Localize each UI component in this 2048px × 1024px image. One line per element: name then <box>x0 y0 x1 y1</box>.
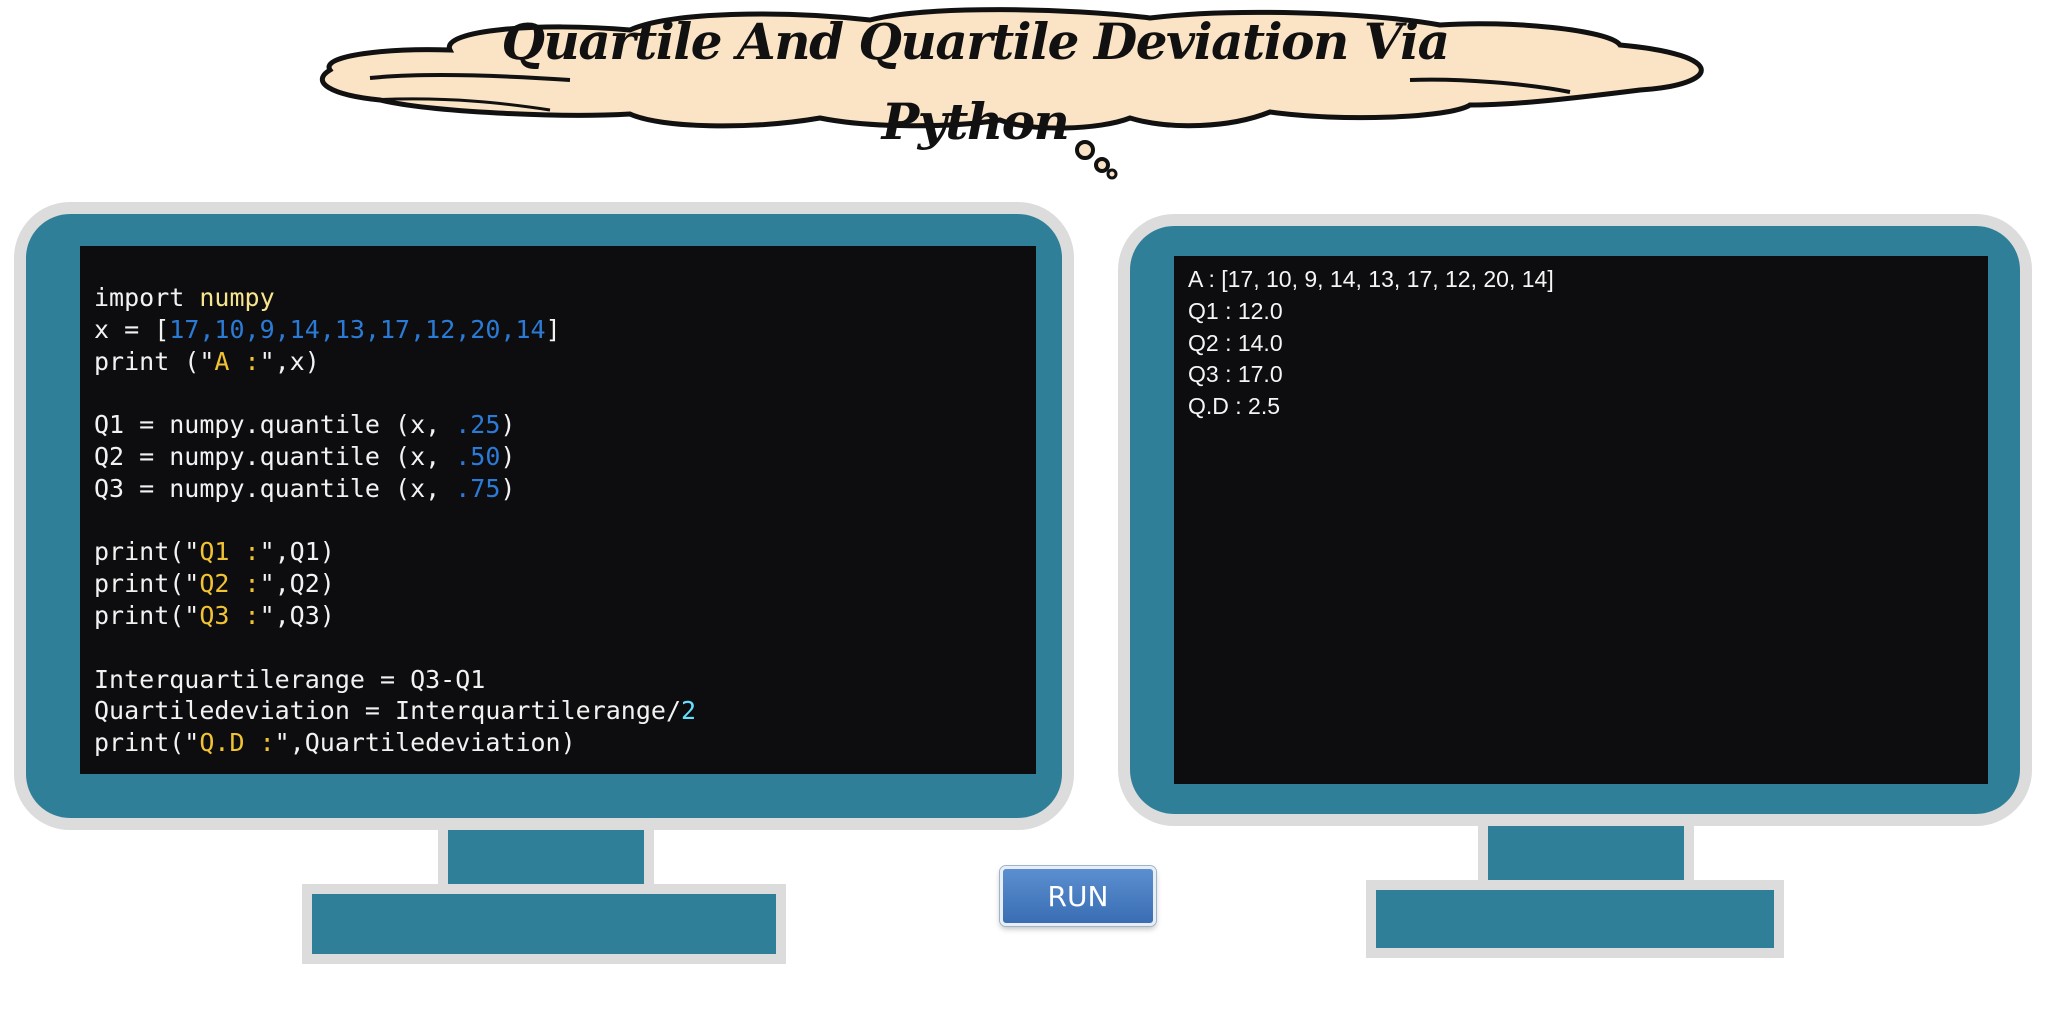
title-line-1: Quartile And Quartile Deviation Via <box>501 12 1450 71</box>
output-line: Q.D : 2.5 <box>1188 393 1281 420</box>
code-line: print("Q.D :",Quartiledeviation) <box>94 728 576 758</box>
code-line: Q2 = numpy.quantile (x, .50) <box>94 441 516 471</box>
thought-bubble-1 <box>1075 140 1095 160</box>
code-line: print("Q3 :",Q3) <box>94 600 335 630</box>
output-line: Q2 : 14.0 <box>1188 329 1283 356</box>
title-cloud <box>320 7 1704 180</box>
right-monitor: A : [17, 10, 9, 14, 13, 17, 12, 20, 14] Q… <box>1118 214 2032 826</box>
output-text: A : [17, 10, 9, 14, 13, 17, 12, 20, 14] Q… <box>1188 264 1554 423</box>
run-button-label: RUN <box>1047 879 1109 913</box>
code-line: Q1 = numpy.quantile (x, .25) <box>94 410 516 440</box>
cloud-shape <box>320 7 1704 131</box>
code-line: Q3 = numpy.quantile (x, .75) <box>94 473 516 503</box>
code-line: Interquartilerange = Q3-Q1 <box>94 664 486 694</box>
run-button[interactable]: RUN <box>1000 866 1156 926</box>
code-line: Quartiledeviation = Interquartilerange/2 <box>94 696 697 726</box>
output-line: Q3 : 17.0 <box>1188 361 1283 388</box>
code-line: print("Q2 :",Q2) <box>94 569 335 599</box>
code-line: print("Q1 :",Q1) <box>94 537 335 567</box>
code-line: import numpy <box>94 283 275 312</box>
code-line: x = [17,10,9,14,13,17,12,20,14] <box>94 314 561 344</box>
thought-bubble-3 <box>1106 168 1118 180</box>
right-monitor-stand-base <box>1366 880 1784 958</box>
left-monitor-stand-base <box>302 884 786 964</box>
output-line: A : [17, 10, 9, 14, 13, 17, 12, 20, 14] <box>1188 266 1554 292</box>
output-console: A : [17, 10, 9, 14, 13, 17, 12, 20, 14] Q… <box>1174 256 1988 784</box>
code-line: print ("A :",x) <box>94 346 320 376</box>
title-line-2: Python <box>881 92 1070 151</box>
thought-bubble-2 <box>1094 157 1110 173</box>
output-line: Q1 : 12.0 <box>1188 297 1283 324</box>
